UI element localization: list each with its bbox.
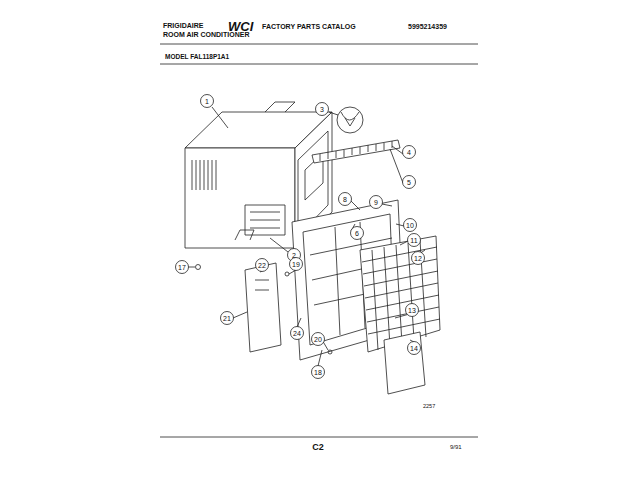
callout-number: 5	[407, 179, 411, 186]
callout-number: 11	[410, 237, 417, 244]
callout-number: 20	[314, 336, 322, 343]
callout-number: 14	[410, 345, 418, 352]
header-text: WCI	[228, 20, 253, 33]
rule-line	[160, 437, 478, 438]
callout-number: 17	[178, 264, 186, 271]
grille	[360, 236, 440, 352]
detail-circle	[337, 107, 363, 133]
callout-number: 12	[414, 255, 422, 262]
callout-number: 21	[223, 315, 231, 322]
callout-number: 6	[355, 230, 359, 237]
callout-number: 4	[407, 149, 411, 156]
header-text: 5995214359	[408, 23, 447, 30]
callout-number: 1	[205, 98, 209, 105]
callout-number: 19	[292, 261, 300, 268]
callout-number: 13	[408, 307, 416, 314]
rule-line	[160, 44, 478, 45]
header-text: MODEL FAL118P1A1	[165, 54, 229, 61]
callout-number: 2	[292, 252, 296, 259]
header-text: FRIGIDAIRE	[163, 22, 203, 29]
callout-number: 3	[320, 106, 324, 113]
screw	[196, 265, 201, 270]
header-text: FACTORY PARTS CATALOG	[262, 23, 356, 30]
callout-number: 24	[293, 330, 301, 337]
callout-number: 18	[314, 369, 322, 376]
callout-circles	[176, 95, 425, 379]
leader-lines	[188, 107, 425, 366]
bracket	[341, 112, 359, 126]
callout-number: 9	[374, 199, 378, 206]
callout-number: 22	[258, 262, 266, 269]
callout-number: 10	[406, 222, 414, 229]
filter	[384, 332, 425, 394]
header-text: 2257	[423, 404, 435, 410]
callout-number: 8	[343, 196, 347, 203]
rule-line	[160, 64, 478, 65]
header-text: 9/91	[450, 444, 462, 450]
header-text: C2	[312, 443, 324, 452]
screw	[328, 350, 332, 354]
control-panel	[245, 263, 289, 352]
